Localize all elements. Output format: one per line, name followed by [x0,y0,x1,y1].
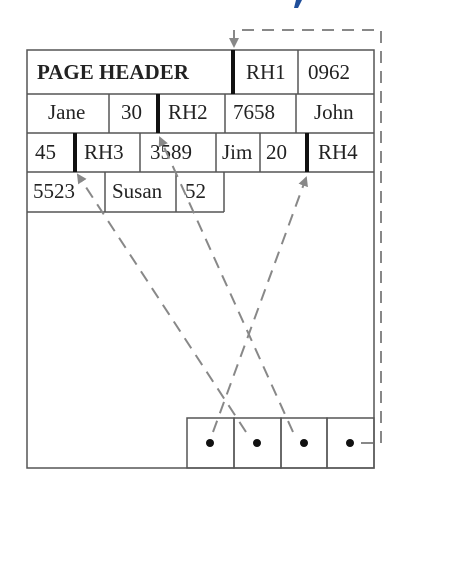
name-john-label: John [314,100,354,124]
age-52-label: 52 [185,179,206,203]
name-jane-label: Jane [48,100,85,124]
row-1-text: PAGE HEADER RH1 0962 [37,60,350,84]
name-jim-label: Jim [222,140,252,164]
row-grid [27,93,374,213]
slot-4 [326,417,375,469]
row-4-separators [104,172,225,212]
row-3-text: 45 RH3 3589 Jim 20 RH4 [35,140,358,164]
value-0962-label: 0962 [308,60,350,84]
rh3-label: RH3 [84,140,124,164]
record-start-markers [73,50,309,172]
rh4-label: RH4 [318,140,358,164]
arrow-slot-1-to-rh4 [212,176,308,433]
arrow-slot-2-to-rh3 [76,173,247,433]
slot-array [186,417,375,469]
cropped-title-fragment [294,0,302,8]
slot-pointer-dots [206,439,354,447]
slot-2-pointer-dot [253,439,261,447]
value-7658-label: 7658 [233,100,275,124]
page-header-label: PAGE HEADER [37,60,190,84]
row-3-separators [139,133,261,172]
age-45-label: 45 [35,140,56,164]
slot-4-pointer-dot [346,439,354,447]
value-3589-label: 3589 [150,140,192,164]
slot-3-pointer-dot [300,439,308,447]
rh2-label: RH2 [168,100,208,124]
value-5523-label: 5523 [33,179,75,203]
age-20-label: 20 [266,140,287,164]
age-30-label: 30 [121,100,142,124]
rh1-label: RH1 [246,60,286,84]
arrow-slot-3-to-rh2 [158,136,294,433]
row-2-text: Jane 30 RH2 7658 John [48,100,354,124]
arrow-slot-4-to-rh1 [229,29,382,444]
name-susan-label: Susan [112,179,163,203]
row-2-separators [108,94,297,133]
slot-pointer-arrows [76,29,382,444]
row-4-text: 5523 Susan 52 [33,179,206,203]
slot-1-pointer-dot [206,439,214,447]
